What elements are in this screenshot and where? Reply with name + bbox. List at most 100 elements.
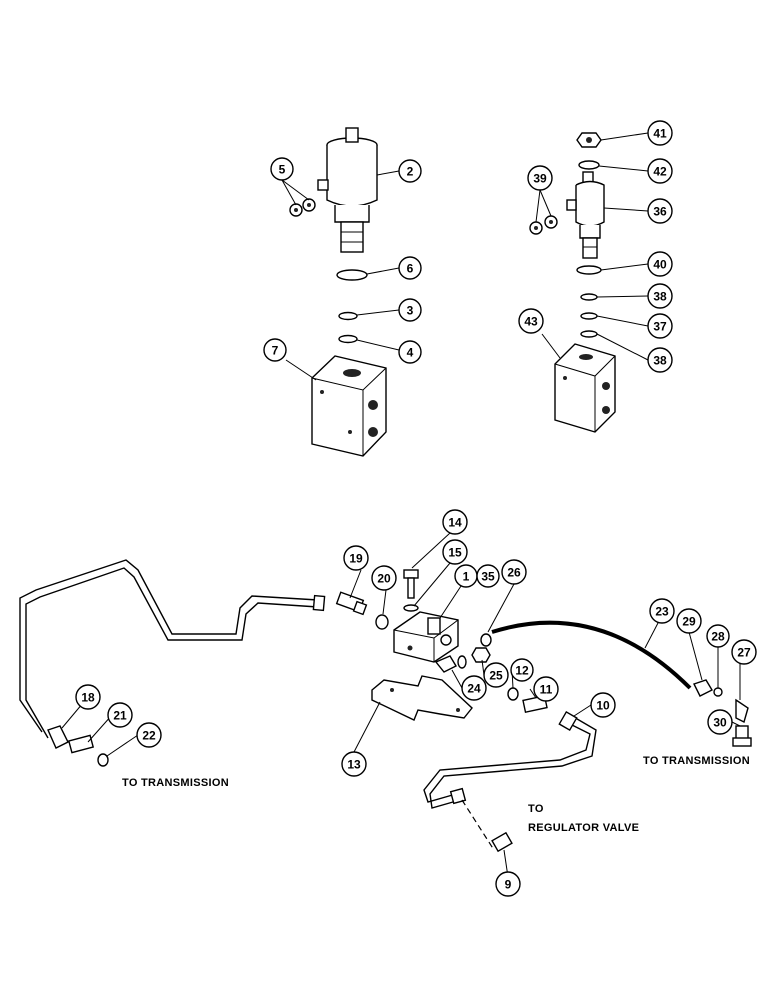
label-to: TO	[528, 803, 544, 815]
callout-35: 35	[476, 564, 500, 588]
nut-41-part	[576, 132, 602, 148]
callout-41: 41	[647, 120, 673, 146]
callout-6: 6	[398, 256, 422, 280]
callout-11: 11	[533, 676, 559, 702]
callout-4: 4	[398, 340, 422, 364]
callout-14: 14	[442, 509, 468, 535]
svg-text:30: 30	[713, 716, 727, 730]
label-to-transmission-right: TO TRANSMISSION	[643, 755, 750, 767]
callout-9: 9	[495, 871, 521, 897]
callout-38b: 38	[647, 347, 673, 373]
callout-2: 2	[398, 159, 422, 183]
callout-28: 28	[706, 624, 730, 648]
callout-7: 7	[263, 338, 287, 362]
nuts-right	[529, 215, 558, 235]
callout-13: 13	[341, 751, 367, 777]
svg-text:40: 40	[653, 258, 667, 272]
callout-18: 18	[75, 684, 101, 710]
svg-text:15: 15	[448, 546, 462, 560]
o-ring-22	[97, 753, 109, 767]
callout-36: 36	[647, 198, 673, 224]
washer-15	[403, 604, 419, 612]
callout-37: 37	[647, 313, 673, 339]
svg-text:19: 19	[349, 552, 363, 566]
svg-text:23: 23	[655, 605, 669, 619]
callout-25: 25	[483, 662, 509, 688]
svg-text:28: 28	[711, 630, 725, 644]
valve-block-1	[393, 611, 459, 663]
svg-text:12: 12	[515, 664, 529, 678]
svg-text:29: 29	[682, 615, 696, 629]
callout-19: 19	[343, 545, 369, 571]
svg-text:35: 35	[481, 570, 495, 584]
elbow-fitting-19	[335, 591, 368, 616]
svg-text:2: 2	[407, 165, 414, 179]
svg-text:22: 22	[142, 729, 156, 743]
callout-5: 5	[270, 157, 294, 181]
o-ring-38b	[580, 330, 598, 338]
label-regulator-valve: REGULATOR VALVE	[528, 822, 639, 834]
leader-lines	[61, 132, 741, 878]
callout-22: 22	[136, 722, 162, 748]
callout-42: 42	[647, 158, 673, 184]
svg-text:21: 21	[113, 709, 127, 723]
svg-text:4: 4	[407, 346, 414, 360]
svg-text:39: 39	[533, 172, 547, 186]
callout-43: 43	[518, 308, 544, 334]
callout-10: 10	[590, 692, 616, 718]
callout-12: 12	[510, 658, 534, 682]
o-ring-38a	[580, 293, 598, 301]
svg-text:14: 14	[448, 516, 462, 530]
o-ring-4	[338, 334, 358, 344]
bolt-14	[403, 569, 419, 599]
hose-23	[491, 620, 692, 690]
manifold-block-right	[554, 343, 616, 433]
o-ring-26	[480, 633, 492, 647]
dashed-connector	[461, 799, 495, 851]
svg-text:18: 18	[81, 691, 95, 705]
washer-42	[578, 160, 600, 170]
o-ring-6	[336, 269, 368, 281]
callout-27: 27	[731, 639, 757, 665]
nuts-left	[289, 198, 316, 217]
callout-30: 30	[707, 709, 733, 735]
svg-text:24: 24	[467, 682, 481, 696]
fitting-29-part	[693, 679, 713, 697]
callout-24: 24	[461, 675, 487, 701]
fitting-25-part	[471, 647, 491, 663]
svg-text:36: 36	[653, 205, 667, 219]
svg-text:42: 42	[653, 165, 667, 179]
callout-39: 39	[527, 165, 553, 191]
solenoid-valve-left	[317, 127, 378, 253]
svg-text:37: 37	[653, 320, 667, 334]
mounting-plate-13	[371, 675, 473, 721]
adapter-30-part	[732, 725, 752, 747]
manifold-block-left	[311, 355, 387, 457]
label-to-transmission-left: TO TRANSMISSION	[122, 777, 229, 789]
tube-10	[423, 710, 597, 809]
svg-text:5: 5	[279, 163, 286, 177]
svg-text:3: 3	[407, 304, 414, 318]
svg-text:1: 1	[463, 570, 470, 584]
svg-text:11: 11	[540, 683, 553, 697]
callout-40: 40	[647, 251, 673, 277]
elbow-24-part	[434, 655, 467, 673]
tube-left	[19, 559, 326, 739]
callout-1: 1	[454, 564, 478, 588]
o-ring-40	[576, 265, 602, 275]
fitting-21-part	[67, 734, 95, 754]
callout-3: 3	[398, 298, 422, 322]
svg-text:26: 26	[507, 566, 521, 580]
svg-text:20: 20	[377, 572, 391, 586]
svg-text:10: 10	[596, 699, 610, 713]
svg-text:25: 25	[489, 669, 503, 683]
svg-text:43: 43	[524, 315, 538, 329]
o-ring-3	[338, 311, 358, 321]
svg-text:13: 13	[347, 758, 361, 772]
callout-15: 15	[442, 539, 468, 565]
svg-text:38: 38	[653, 290, 667, 304]
svg-text:41: 41	[653, 127, 667, 141]
callout-21: 21	[107, 702, 133, 728]
svg-text:27: 27	[737, 646, 751, 660]
